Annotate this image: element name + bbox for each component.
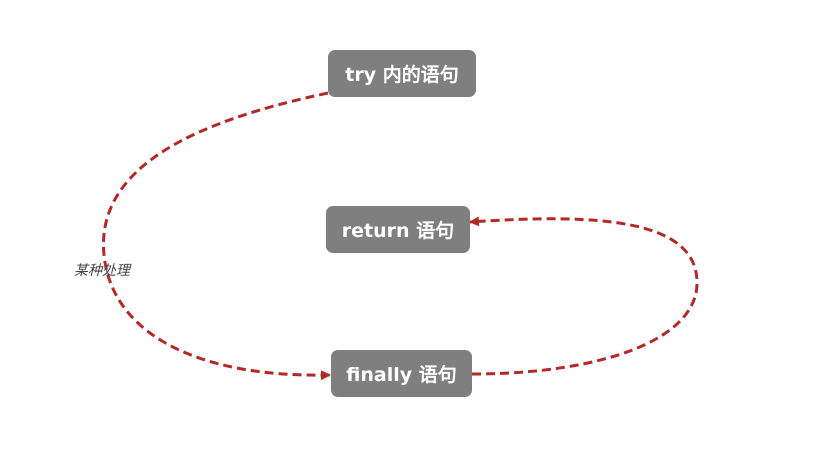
node-return-statement[interactable]: return 语句 [326, 206, 470, 253]
edge-finally-to-return [469, 216, 699, 376]
node-finally-statement[interactable]: finally 语句 [331, 350, 472, 397]
edge-try-to-finally [102, 91, 331, 381]
node-try-label: try 内的语句 [345, 64, 459, 86]
edge-label-some-processing: 某种处理 [74, 263, 130, 279]
node-return-label: return 语句 [341, 220, 455, 242]
node-try-statement[interactable]: try 内的语句 [328, 50, 476, 97]
node-finally-label: finally 语句 [346, 364, 457, 386]
